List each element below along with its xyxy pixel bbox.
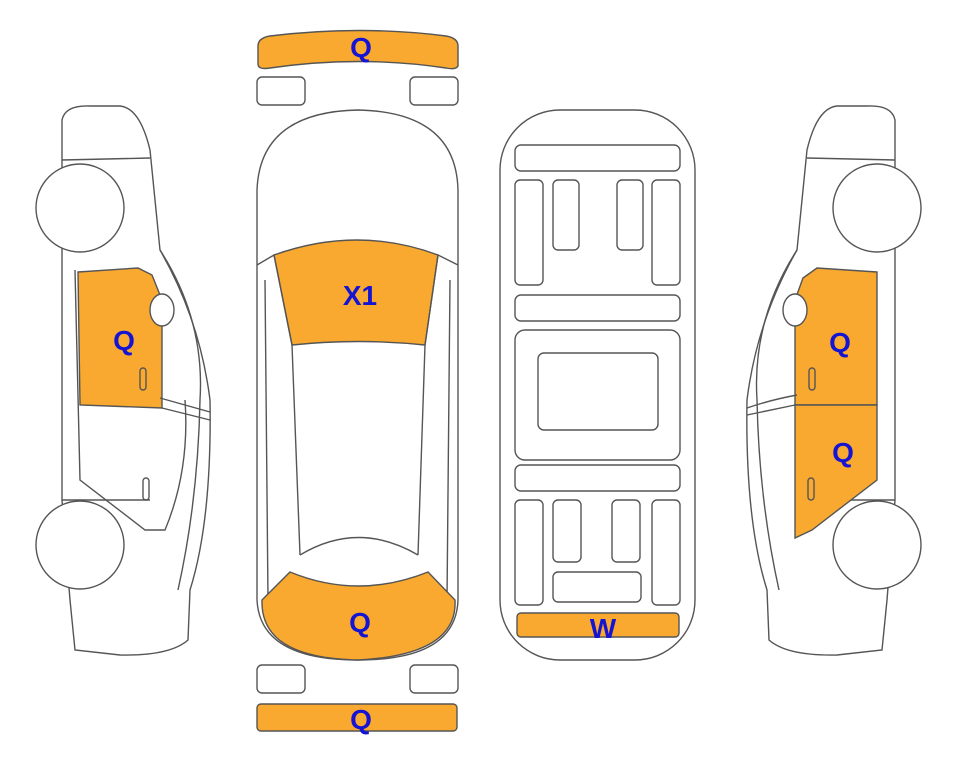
right-front-door-label: Q (829, 327, 851, 358)
right-rear-door-label: Q (832, 437, 854, 468)
left-front-door-label: Q (113, 325, 135, 356)
underbody-view: W (499, 109, 696, 661)
rear-window-damage[interactable] (261, 571, 456, 661)
right-rear-wheel (832, 500, 922, 590)
left-rear-wheel (35, 500, 125, 590)
left-front-wheel (35, 163, 125, 253)
windshield-label: X1 (343, 280, 377, 311)
right-side-view: Q Q (746, 105, 922, 656)
top-view: Q X1 Q Q (256, 29, 459, 735)
right-rear-door-damage[interactable] (794, 404, 878, 540)
underbody-rear-damage[interactable] (516, 612, 680, 638)
rear-bumper-label: Q (350, 704, 372, 735)
front-bumper-damage[interactable] (257, 29, 459, 70)
front-bumper-label: Q (350, 32, 372, 63)
right-front-wheel (832, 163, 922, 253)
underbody-rear-label: W (590, 613, 617, 644)
rear-window-label: Q (349, 607, 371, 638)
rear-bumper-damage[interactable] (256, 703, 458, 732)
left-side-view: Q (35, 105, 211, 656)
